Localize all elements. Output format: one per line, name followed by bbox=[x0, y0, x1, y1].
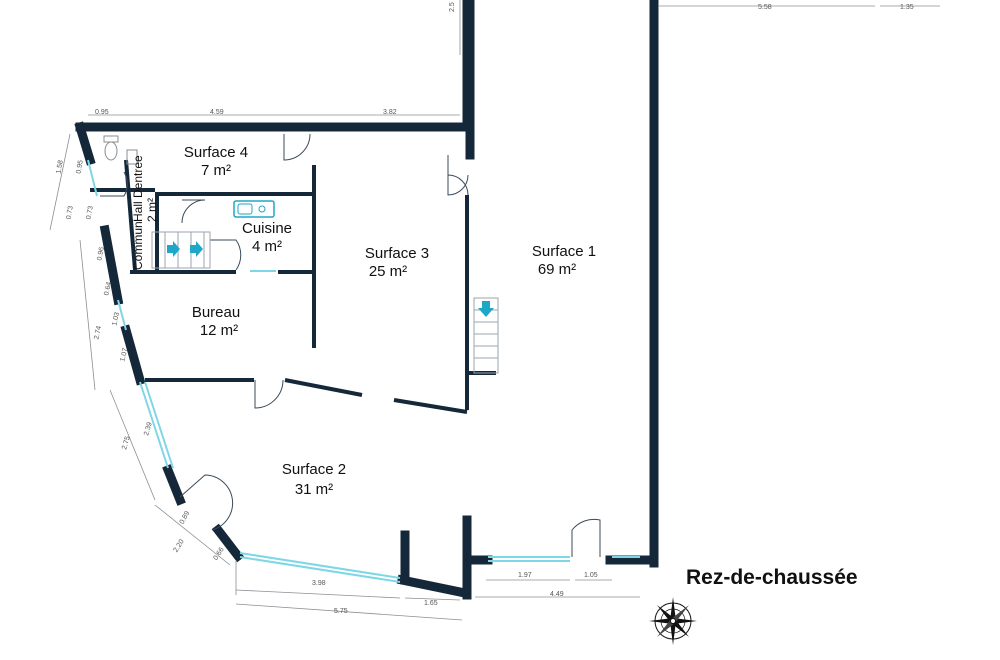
room-labels: Surface 4 7 m² Cuisine 4 m² Surface 3 25… bbox=[184, 144, 596, 498]
hall-labels: Commun Hall Dentree 2 m² bbox=[131, 155, 159, 270]
room-name-cuisine: Cuisine bbox=[242, 220, 292, 237]
interior-walls bbox=[90, 159, 496, 414]
room-name-bureau: Bureau bbox=[192, 304, 240, 321]
dim-label: 0.64 bbox=[103, 281, 113, 296]
dim-label: 0.96 bbox=[96, 246, 105, 261]
dim-label: 0.73 bbox=[65, 205, 74, 220]
label-hall-area: 2 m² bbox=[145, 198, 159, 222]
door-wc bbox=[100, 171, 128, 197]
windows bbox=[87, 159, 640, 583]
wall-hall-inner bbox=[124, 159, 137, 271]
door-curve bbox=[179, 474, 234, 531]
dim-label: 2.75 bbox=[121, 435, 132, 450]
door-surface1-b bbox=[447, 174, 469, 196]
label-hall-dentree: Hall Dentree bbox=[131, 155, 145, 222]
room-name-surface-3: Surface 3 bbox=[365, 245, 429, 262]
dimension-lines bbox=[49, 0, 940, 621]
dim-label: 0.73 bbox=[85, 205, 94, 220]
toilet-icon bbox=[103, 135, 138, 165]
door-bureau bbox=[254, 379, 284, 409]
wall-left-hall bbox=[99, 224, 124, 306]
doors bbox=[100, 133, 601, 557]
window-bureau bbox=[117, 299, 127, 331]
window-curve-a2 bbox=[144, 381, 174, 469]
wall-left-curve-b bbox=[211, 523, 245, 563]
label-commun: Commun bbox=[131, 221, 145, 270]
right-arrow-icon bbox=[190, 241, 203, 257]
wall-bottom-a bbox=[396, 574, 471, 599]
dim-label: 4.59 bbox=[210, 109, 224, 116]
room-area-surface-4: 7 m² bbox=[201, 162, 231, 179]
sink-icon bbox=[233, 200, 275, 218]
dim-label: 1.35 bbox=[900, 4, 914, 11]
room-name-surface-2: Surface 2 bbox=[282, 461, 346, 478]
dim-label: 1.97 bbox=[518, 572, 532, 579]
door-surface4 bbox=[283, 133, 311, 161]
dim-label: 4.49 bbox=[550, 591, 564, 598]
dim-label: 1.65 bbox=[424, 600, 438, 607]
dim-label: 1.03 bbox=[111, 312, 121, 327]
window-bottom-2 bbox=[239, 556, 401, 583]
down-arrow-icon bbox=[478, 301, 494, 317]
room-area-surface-2: 31 m² bbox=[295, 481, 333, 498]
dim-label: 0.89 bbox=[179, 510, 192, 525]
dim-label: 2.74 bbox=[93, 325, 103, 340]
wall-surface3-bottom bbox=[393, 398, 468, 414]
window-wc bbox=[87, 159, 98, 197]
dim-label: 1.07 bbox=[119, 347, 129, 362]
dim-label: 2.5 bbox=[449, 2, 456, 12]
dim-label: 0.95 bbox=[75, 160, 84, 175]
room-area-surface-1: 69 m² bbox=[538, 261, 576, 278]
door-cuisine bbox=[181, 199, 206, 224]
door-entrance bbox=[571, 518, 601, 557]
room-name-surface-4: Surface 4 bbox=[184, 144, 248, 161]
floor-title: Rez-de-chaussée bbox=[686, 566, 858, 589]
room-area-cuisine: 4 m² bbox=[252, 238, 282, 255]
wall-bureau-bottom-b bbox=[284, 378, 363, 397]
dim-label: 2.20 bbox=[173, 538, 186, 553]
dimension-labels: 2.5 5.58 1.35 0.95 4.59 3.82 1.58 0.95 0… bbox=[55, 2, 913, 615]
dim-label: 2.39 bbox=[143, 421, 154, 436]
room-area-bureau: 12 m² bbox=[200, 322, 238, 339]
dim-label: 3.82 bbox=[383, 109, 397, 116]
wall-left-curve-a bbox=[162, 464, 186, 506]
dim-label: 3.98 bbox=[312, 580, 326, 587]
dim-label: 1.58 bbox=[55, 160, 64, 175]
room-name-surface-1: Surface 1 bbox=[532, 243, 596, 260]
walls bbox=[74, 0, 659, 600]
dim-label: 1.05 bbox=[584, 572, 598, 579]
dim-label: 0.66 bbox=[213, 546, 226, 561]
dim-label: 0.95 bbox=[95, 109, 109, 116]
compass-rose-icon bbox=[649, 597, 697, 645]
room-area-surface-3: 25 m² bbox=[369, 263, 407, 280]
window-bottom bbox=[239, 552, 401, 579]
dim-label: 5.75 bbox=[334, 608, 348, 615]
wall-left-upper bbox=[74, 121, 96, 166]
dim-label: 5.58 bbox=[758, 4, 772, 11]
stairs-icon bbox=[151, 231, 499, 374]
window-curve-a bbox=[139, 381, 169, 469]
door-hall bbox=[210, 239, 242, 271]
right-arrow-icon bbox=[167, 241, 180, 257]
wall-left-bureau bbox=[120, 324, 146, 386]
